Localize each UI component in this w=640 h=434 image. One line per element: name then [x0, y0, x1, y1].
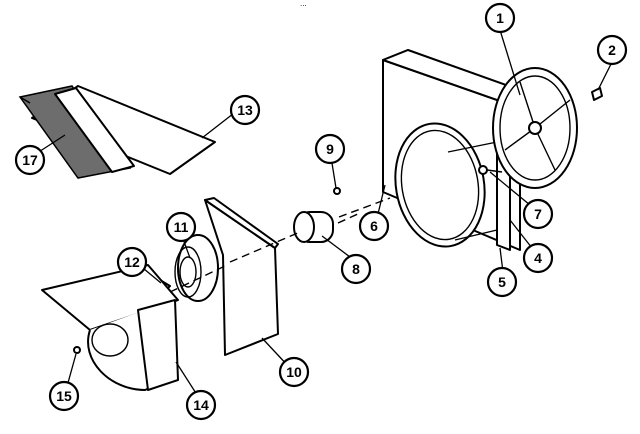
callout-7-label: 7: [534, 206, 542, 222]
callout-8: 8: [340, 253, 372, 285]
callout-14-label: 14: [193, 397, 209, 413]
blower-plate-part: [204, 197, 279, 356]
header-fragment: ...: [300, 0, 307, 8]
callout-5: 5: [486, 266, 518, 298]
fan-blade-part: [492, 67, 578, 189]
callout-4: 4: [522, 242, 554, 274]
callout-9-label: 9: [326, 141, 334, 157]
screw-part: [591, 87, 603, 101]
callout-11: 11: [165, 211, 197, 243]
callout-14: 14: [185, 389, 217, 421]
callout-11-label: 11: [174, 219, 189, 235]
callout-6-label: 6: [370, 218, 378, 234]
callout-13-label: 13: [237, 102, 253, 118]
callout-1: 1: [484, 2, 516, 34]
callout-15-label: 15: [56, 388, 72, 404]
callout-13: 13: [229, 94, 261, 126]
scroll-housing-part: [41, 264, 179, 391]
callout-12: 12: [116, 246, 148, 278]
callout-7: 7: [522, 198, 554, 230]
callout-17: 17: [14, 144, 46, 176]
callout-9: 9: [314, 133, 346, 165]
callout-10: 10: [278, 356, 310, 388]
callout-15: 15: [48, 380, 80, 412]
motor-part: [293, 211, 361, 243]
callout-2: 2: [596, 34, 628, 66]
bracket-screw-part: [478, 165, 503, 175]
blower-wheel-part: [174, 234, 219, 302]
callout-6: 6: [358, 210, 390, 242]
callout-12-label: 12: [124, 254, 140, 270]
callout-17-label: 17: [22, 152, 38, 168]
callout-1-label: 1: [496, 10, 504, 26]
callout-8-label: 8: [352, 261, 360, 277]
callout-4-label: 4: [534, 250, 542, 266]
motor-screw-part: [333, 187, 341, 195]
callout-10-label: 10: [286, 364, 302, 380]
callout-5-label: 5: [498, 274, 506, 290]
filter-panel-part: [18, 85, 216, 179]
callout-2-label: 2: [608, 42, 616, 58]
housing-screw-part: [73, 346, 81, 354]
